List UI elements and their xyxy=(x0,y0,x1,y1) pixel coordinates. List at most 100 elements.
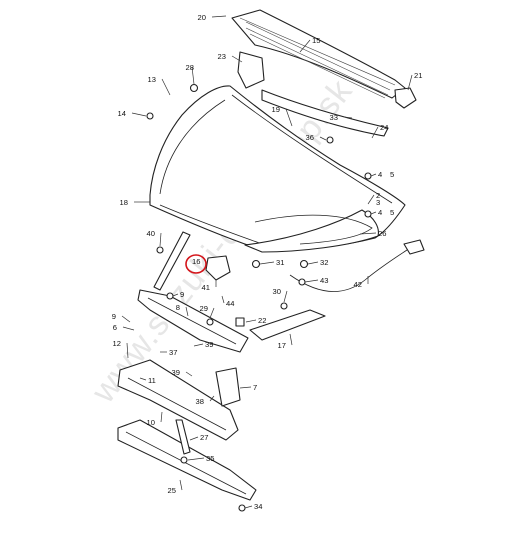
callout-34: 34 xyxy=(254,502,262,511)
hood-latch xyxy=(205,255,231,281)
bolt-35 xyxy=(180,456,188,464)
callout-36: 36 xyxy=(306,133,314,142)
callout-3: 3 xyxy=(376,198,380,207)
callout-28: 28 xyxy=(186,63,194,72)
callout-30: 30 xyxy=(273,287,281,296)
leader-line-7 xyxy=(239,386,252,389)
leader-line-39 xyxy=(185,371,193,377)
leader-line-35 xyxy=(187,457,205,461)
callout-15: 15 xyxy=(312,36,320,45)
hood-stay xyxy=(153,231,191,291)
leader-line-17 xyxy=(289,333,293,346)
callout-17: 17 xyxy=(278,341,286,350)
callout-32: 32 xyxy=(320,258,328,267)
callout-25: 25 xyxy=(168,486,176,495)
callout-21: 21 xyxy=(414,71,422,80)
callout-18: 18 xyxy=(120,198,128,207)
callout-40: 40 xyxy=(147,229,155,238)
leader-line-24 xyxy=(371,126,379,139)
bolt-30 xyxy=(280,302,288,310)
cowl-panel xyxy=(231,9,417,137)
leader-line-14 xyxy=(131,112,147,117)
release-cable xyxy=(289,247,411,292)
callout-33: 33 xyxy=(330,113,338,122)
bolt-4b xyxy=(364,210,372,218)
leader-line-44 xyxy=(221,295,225,304)
stay-rod xyxy=(175,419,191,455)
leader-line-22 xyxy=(245,319,257,323)
bolt-28 xyxy=(189,83,199,93)
leader-line-13 xyxy=(161,78,171,96)
leader-line-4 xyxy=(370,173,377,177)
hood-seal xyxy=(254,214,373,245)
callout-13: 13 xyxy=(148,75,156,84)
callout-5: 5 xyxy=(390,170,394,179)
callout-37: 37 xyxy=(169,348,177,357)
leader-line-8 xyxy=(185,306,189,317)
callout-4: 4 xyxy=(378,208,382,217)
leader-line-6 xyxy=(122,326,135,331)
bracket-7 xyxy=(215,367,241,407)
callout-12: 12 xyxy=(113,339,121,348)
callout-43: 43 xyxy=(320,276,328,285)
leader-line-23 xyxy=(231,55,243,63)
leader-line-2 xyxy=(367,194,375,205)
leader-line-31 xyxy=(259,261,275,265)
clip-9 xyxy=(166,292,174,300)
leader-line-33 xyxy=(343,116,353,119)
clip-36 xyxy=(326,136,334,144)
callout-29: 29 xyxy=(200,304,208,313)
grommet-31 xyxy=(251,259,261,269)
callout-31: 31 xyxy=(276,258,284,267)
hood-panel xyxy=(149,85,406,253)
callout-8: 8 xyxy=(176,303,180,312)
side-bracket xyxy=(249,309,326,341)
leader-line-21 xyxy=(407,74,413,91)
callout-16: 16 xyxy=(192,257,200,266)
callout-7: 7 xyxy=(253,383,257,392)
leader-line-30 xyxy=(283,290,288,303)
callout-9: 9 xyxy=(180,290,184,299)
leader-line-25 xyxy=(179,479,183,491)
bolt-43 xyxy=(298,278,306,286)
leader-line-32 xyxy=(307,261,319,265)
leader-line-4 xyxy=(370,211,377,215)
clip-40 xyxy=(156,246,164,254)
leader-line-9 xyxy=(121,315,131,323)
callout-5: 5 xyxy=(390,208,394,217)
lock-support xyxy=(117,359,239,441)
grommet-32 xyxy=(299,259,309,269)
leader-line-9 xyxy=(172,293,179,297)
bolt-4a xyxy=(364,172,372,180)
leader-line-40 xyxy=(159,232,162,247)
callout-10: 10 xyxy=(147,418,155,427)
bumper-22 xyxy=(235,317,245,327)
callout-39: 39 xyxy=(172,368,180,377)
leader-line-39 xyxy=(193,343,204,347)
leader-line-34 xyxy=(244,505,253,509)
leader-line-28 xyxy=(191,66,195,85)
callout-41: 41 xyxy=(202,283,210,292)
leader-line-38 xyxy=(209,395,215,402)
callout-42: 42 xyxy=(354,280,362,289)
callout-24: 24 xyxy=(380,123,388,132)
callout-35: 35 xyxy=(206,454,214,463)
leader-line-10 xyxy=(160,411,163,423)
callout-26: 26 xyxy=(378,229,386,238)
callout-11: 11 xyxy=(148,376,156,385)
callout-14: 14 xyxy=(118,109,126,118)
leader-line-11 xyxy=(139,377,147,381)
front-upper-member xyxy=(137,289,249,353)
callout-4: 4 xyxy=(378,170,382,179)
bolt-29 xyxy=(206,318,214,326)
callout-9: 9 xyxy=(112,312,116,321)
callout-20: 20 xyxy=(198,13,206,22)
highlight-callout-16 xyxy=(185,254,207,274)
callout-39: 39 xyxy=(205,340,213,349)
callout-2: 2 xyxy=(376,191,380,200)
callout-19: 19 xyxy=(272,105,280,114)
callout-27: 27 xyxy=(200,433,208,442)
